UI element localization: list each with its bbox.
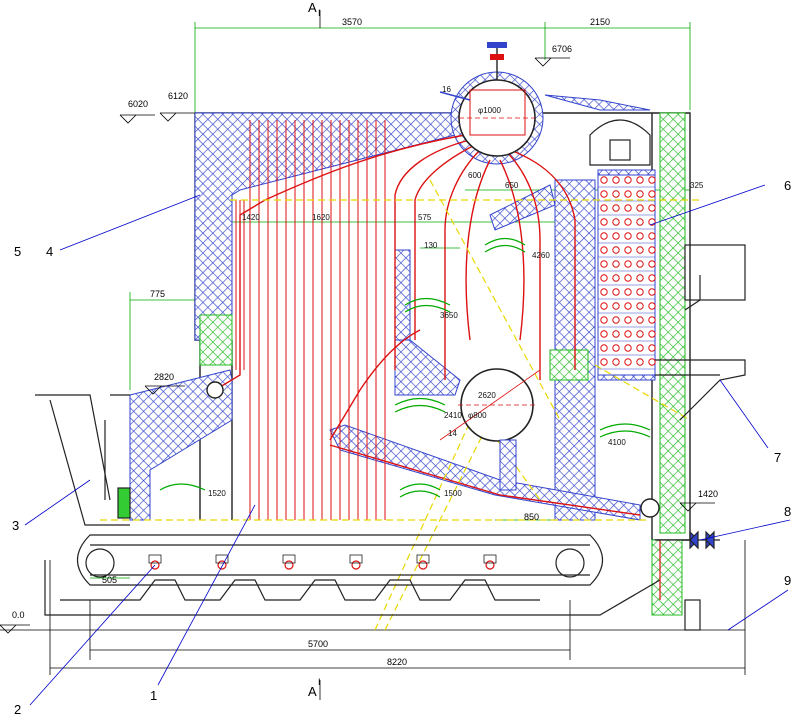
dim-6020: 6020: [128, 99, 148, 109]
dim-inner-650: 650: [505, 181, 519, 190]
section-mark-top-sub: I: [318, 8, 321, 18]
callout-leaders: [24, 184, 791, 706]
lower-drum: [439, 368, 541, 491]
dim-inner-325: 325: [690, 181, 704, 190]
callout-9: 9: [784, 573, 791, 588]
dim-drum-lower-tag: 14: [448, 429, 457, 438]
callout-7: 7: [774, 450, 781, 465]
chain-grate: [44, 534, 661, 616]
refractory-walls: [129, 71, 656, 521]
dim-6706: 6706: [552, 44, 572, 54]
dim-inner-130: 130: [424, 241, 438, 250]
section-mark-bottom: A: [308, 684, 317, 699]
callout-8: 8: [784, 504, 791, 519]
dim-inner-4100: 4100: [608, 438, 626, 447]
dim-drum-lower-level: 2620: [478, 391, 496, 400]
dim-inner-4260: 4260: [532, 251, 550, 260]
upper-drum: [439, 42, 536, 157]
callout-4: 4: [46, 244, 53, 259]
section-mark-top: A: [308, 0, 317, 15]
dim-6120: 6120: [168, 91, 188, 101]
coal-hopper: [35, 394, 131, 526]
dim-inner-1620: 1620: [312, 213, 330, 222]
dim-0-0: 0.0: [12, 610, 25, 620]
right-wall: [199, 112, 686, 616]
centerlines: [100, 179, 700, 631]
level-markers: [0, 57, 715, 634]
dim-inner-3650: 3650: [440, 311, 458, 320]
labels: A I A I 3570 2150 6706 6120 6020 775 282…: [12, 0, 791, 717]
dim-1420: 1420: [698, 489, 718, 499]
dim-8220: 8220: [387, 657, 407, 667]
dim-775: 775: [150, 289, 165, 299]
dim-505: 505: [102, 575, 117, 585]
dim-5700: 5700: [308, 639, 328, 649]
dim-2150: 2150: [590, 17, 610, 27]
dim-drum-lower-dia: φ800: [468, 411, 487, 420]
dim-inner-2410: 2410: [444, 411, 462, 420]
dim-inner-1420: 1420: [242, 213, 260, 222]
section-mark-bottom-sub: I: [318, 677, 321, 687]
dim-inner-575: 575: [418, 213, 432, 222]
dim-drum-upper-dia: φ1000: [478, 106, 502, 115]
callout-3: 3: [12, 518, 19, 533]
dim-3570: 3570: [342, 17, 362, 27]
ports: [159, 119, 651, 498]
flue-outlet: [655, 244, 746, 631]
tube-bank-grid: [597, 174, 656, 376]
dim-2820: 2820: [154, 372, 174, 382]
dim-850: 850: [524, 512, 539, 522]
grate-links: [148, 554, 497, 570]
outlet-valves: [655, 530, 720, 550]
dim-drum-upper-tag: 16: [442, 85, 451, 94]
dim-inner-1500: 1500: [444, 489, 462, 498]
lower-header: [206, 381, 660, 518]
callout-6: 6: [784, 178, 791, 193]
callout-1: 1: [150, 688, 157, 703]
dim-inner-1520: 1520: [208, 489, 226, 498]
callout-5: 5: [14, 244, 21, 259]
callout-2: 2: [14, 702, 21, 717]
overall-dimension-lines: [0, 10, 746, 700]
dim-inner-600: 600: [468, 171, 482, 180]
